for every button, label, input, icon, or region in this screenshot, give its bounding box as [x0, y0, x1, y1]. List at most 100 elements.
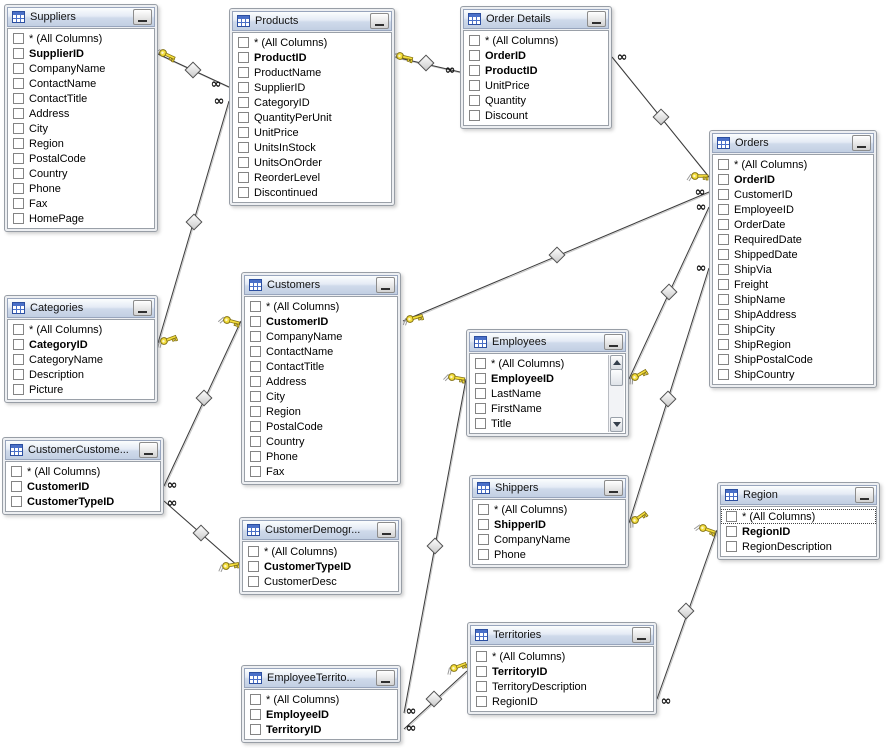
column-checkbox[interactable] — [718, 294, 729, 305]
column-checkbox[interactable] — [250, 331, 261, 342]
field-row[interactable]: RegionDescription — [721, 539, 876, 554]
column-checkbox[interactable] — [238, 172, 249, 183]
field-row[interactable]: Country — [8, 166, 154, 181]
field-row[interactable]: TerritoryDescription — [471, 679, 653, 694]
field-row[interactable]: ShippedDate — [713, 247, 873, 262]
column-checkbox[interactable] — [475, 403, 486, 414]
minimize-button[interactable] — [376, 277, 395, 293]
field-row[interactable]: UnitPrice — [464, 78, 608, 93]
field-row[interactable]: Discontinued — [233, 185, 391, 200]
field-row[interactable]: UnitPrice — [233, 125, 391, 140]
minimize-button[interactable] — [376, 670, 395, 686]
field-row[interactable]: * (All Columns) — [470, 356, 609, 371]
minimize-button[interactable] — [855, 487, 874, 503]
field-row[interactable]: Freight — [713, 277, 873, 292]
column-checkbox[interactable] — [476, 696, 487, 707]
column-checkbox[interactable] — [250, 421, 261, 432]
minimize-button[interactable] — [133, 9, 152, 25]
column-checkbox[interactable] — [718, 279, 729, 290]
field-row[interactable]: LastName — [470, 386, 609, 401]
column-checkbox[interactable] — [726, 541, 737, 552]
table-customerdemographics[interactable]: CustomerDemogr... * (All Columns)Custome… — [239, 517, 402, 595]
field-row[interactable]: ShipCountry — [713, 367, 873, 382]
field-row[interactable]: ShipPostalCode — [713, 352, 873, 367]
column-checkbox[interactable] — [13, 108, 24, 119]
column-checkbox[interactable] — [11, 481, 22, 492]
column-checkbox[interactable] — [478, 504, 489, 515]
column-checkbox[interactable] — [478, 534, 489, 545]
column-checkbox[interactable] — [718, 249, 729, 260]
column-checkbox[interactable] — [250, 709, 261, 720]
field-row[interactable]: * (All Columns) — [245, 692, 397, 707]
column-checkbox[interactable] — [250, 316, 261, 327]
field-row[interactable]: Discount — [464, 108, 608, 123]
table-titlebar[interactable]: CustomerCustome... — [5, 440, 161, 460]
column-checkbox[interactable] — [248, 561, 259, 572]
minimize-button[interactable] — [139, 442, 158, 458]
field-row[interactable]: TerritoryID — [471, 664, 653, 679]
column-checkbox[interactable] — [718, 309, 729, 320]
scroll-up-button[interactable] — [610, 355, 623, 370]
field-row[interactable]: ShipVia — [713, 262, 873, 277]
column-checkbox[interactable] — [250, 436, 261, 447]
field-row[interactable]: CustomerID — [245, 314, 397, 329]
field-row[interactable]: RegionID — [721, 524, 876, 539]
field-row[interactable]: CategoryID — [8, 337, 154, 352]
column-checkbox[interactable] — [238, 67, 249, 78]
relationship-customers-orders[interactable]: ∞ — [400, 185, 711, 327]
field-row[interactable]: ShipRegion — [713, 337, 873, 352]
field-row[interactable]: ContactTitle — [8, 91, 154, 106]
column-checkbox[interactable] — [250, 466, 261, 477]
column-checkbox[interactable] — [238, 142, 249, 153]
field-row[interactable]: Country — [245, 434, 397, 449]
minimize-button[interactable] — [852, 135, 871, 151]
field-row[interactable]: * (All Columns) — [721, 509, 876, 524]
field-row[interactable]: ContactName — [8, 76, 154, 91]
column-checkbox[interactable] — [13, 384, 24, 395]
column-checkbox[interactable] — [469, 110, 480, 121]
field-row[interactable]: SupplierID — [8, 46, 154, 61]
column-checkbox[interactable] — [250, 361, 261, 372]
column-checkbox[interactable] — [469, 50, 480, 61]
field-row[interactable]: OrderID — [464, 48, 608, 63]
column-checkbox[interactable] — [13, 33, 24, 44]
column-checkbox[interactable] — [475, 358, 486, 369]
column-checkbox[interactable] — [475, 388, 486, 399]
column-checkbox[interactable] — [726, 526, 737, 537]
column-checkbox[interactable] — [13, 93, 24, 104]
column-checkbox[interactable] — [238, 52, 249, 63]
field-row[interactable]: ProductName — [233, 65, 391, 80]
field-row[interactable]: OrderDate — [713, 217, 873, 232]
column-checkbox[interactable] — [250, 301, 261, 312]
table-titlebar[interactable]: Categories — [7, 298, 155, 318]
field-row[interactable]: ShipperID — [473, 517, 625, 532]
column-checkbox[interactable] — [13, 78, 24, 89]
field-row[interactable]: ReorderLevel — [233, 170, 391, 185]
field-row[interactable]: EmployeeID — [713, 202, 873, 217]
column-checkbox[interactable] — [13, 153, 24, 164]
field-row[interactable]: * (All Columns) — [233, 35, 391, 50]
field-row[interactable]: CustomerDesc — [243, 574, 398, 589]
table-titlebar[interactable]: Employees — [469, 332, 626, 352]
field-row[interactable]: EmployeeID — [470, 371, 609, 386]
column-checkbox[interactable] — [476, 651, 487, 662]
relationship-suppliers-products[interactable]: ∞ — [153, 46, 231, 92]
column-checkbox[interactable] — [238, 112, 249, 123]
relationship-employees-orders[interactable]: ∞ — [625, 200, 711, 386]
minimize-button[interactable] — [604, 334, 623, 350]
relationship-region-territories[interactable]: ∞ — [656, 521, 719, 709]
field-row[interactable]: CompanyName — [473, 532, 625, 547]
column-checkbox[interactable] — [13, 63, 24, 74]
table-titlebar[interactable]: Customers — [244, 275, 398, 295]
field-row[interactable]: RegionID — [471, 694, 653, 709]
field-row[interactable]: CustomerTypeID — [6, 494, 160, 509]
relationship-categories-products[interactable]: ∞ — [154, 94, 231, 349]
column-checkbox[interactable] — [718, 339, 729, 350]
field-row[interactable]: ContactTitle — [245, 359, 397, 374]
